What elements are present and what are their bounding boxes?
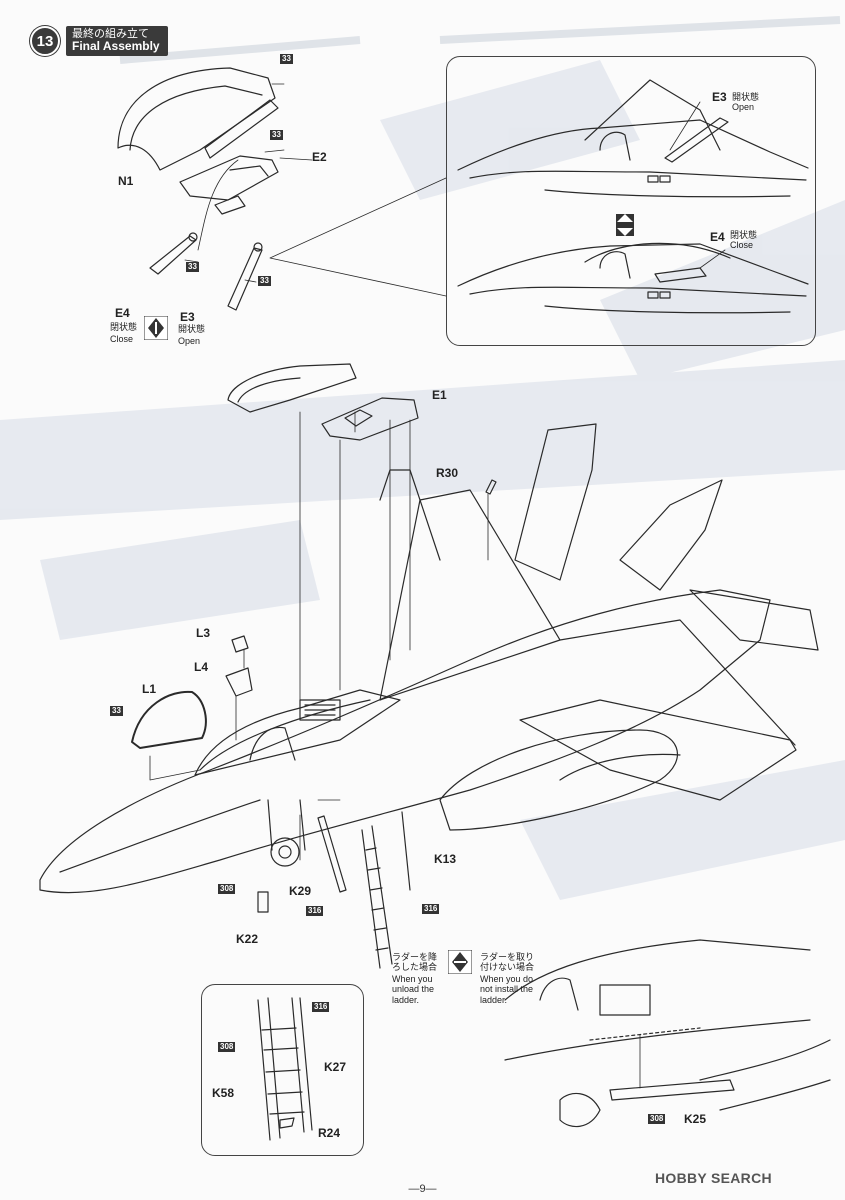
paint-tag-316: 316 <box>312 1002 330 1012</box>
label-e3: E3 <box>180 310 195 324</box>
label-e2: E2 <box>312 150 327 164</box>
label-l3: L3 <box>196 626 211 640</box>
label-l1: L1 <box>142 682 157 696</box>
open-close-arrow-icon <box>616 214 634 236</box>
step-number: 13 <box>30 26 60 57</box>
note-noinstall-en: When you do not install the ladder. <box>480 974 534 1005</box>
inset-e3-open-en: Open <box>732 102 755 112</box>
label-r24: R24 <box>318 1126 341 1140</box>
label-k29: K29 <box>289 884 312 898</box>
label-k58: K58 <box>212 1086 235 1100</box>
paint-tag-33: 33 <box>280 54 293 64</box>
paint-tag-33: 33 <box>258 276 271 286</box>
windscreen-part-l1 <box>131 690 207 749</box>
aircraft-fuselage <box>39 589 771 894</box>
paint-tag-308: 308 <box>218 1042 236 1052</box>
ladder-part-k13 <box>361 825 393 969</box>
paint-tag-33: 33 <box>186 262 199 272</box>
inset-e4-close-jp: 閉状態 <box>730 230 758 240</box>
canopy-inset-panel <box>446 56 816 346</box>
inset-label-e4: E4 <box>710 230 725 244</box>
label-k27: K27 <box>324 1060 347 1074</box>
inset-e4-close-en: Close <box>730 240 754 250</box>
aircraft-wing <box>379 489 561 701</box>
paint-tag-316: 316 <box>422 904 440 914</box>
note-unload-en: When you unload the ladder. <box>392 974 435 1005</box>
e3-open-jp: 開状態 <box>178 324 206 334</box>
strut-part-e3 <box>227 247 263 311</box>
inset-label-e3: E3 <box>712 90 727 104</box>
part-l4 <box>225 667 253 697</box>
paint-tag-308: 308 <box>218 884 236 894</box>
e4-close-jp: 閉状態 <box>110 322 138 332</box>
part-k22 <box>257 891 269 913</box>
bracket-part-e2 <box>179 155 279 201</box>
page-number: —9— <box>408 1183 437 1195</box>
inset-e3-open-jp: 開状態 <box>732 92 760 102</box>
step-title-en: Final Assembly <box>72 39 160 54</box>
part-k25 <box>609 1079 735 1101</box>
note-noinstall-jp: ラダーを取り付けない場合 <box>480 952 535 973</box>
label-k13: K13 <box>434 852 457 866</box>
hatch-part-e1 <box>321 397 419 441</box>
paint-tag-33: 33 <box>110 706 123 716</box>
note-unload-jp: ラダーを降ろした場合 <box>392 952 438 973</box>
ladder-swap-arrows-icon <box>448 950 472 974</box>
e4-close-en: Close <box>110 334 134 344</box>
paint-tag-308: 308 <box>648 1114 666 1124</box>
swap-arrows-icon <box>144 316 168 340</box>
step-header: 13 最終の組み立て Final Assembly <box>30 26 168 57</box>
label-n1: N1 <box>118 174 134 188</box>
step-title-box: 最終の組み立て Final Assembly <box>66 26 168 57</box>
antenna-part-r30 <box>485 479 497 495</box>
label-k25: K25 <box>684 1112 707 1126</box>
e3-open-en: Open <box>178 336 201 346</box>
paint-tag-33: 33 <box>270 130 283 140</box>
label-e4: E4 <box>115 306 130 320</box>
paint-tag-316: 316 <box>306 906 324 916</box>
step-title-jp: 最終の組み立て <box>72 28 149 40</box>
strut-part-k29 <box>317 815 347 893</box>
label-k22: K22 <box>236 932 259 946</box>
part-l3 <box>231 635 249 653</box>
canopy-part-n1 <box>117 67 276 171</box>
canopy-frame <box>227 363 357 413</box>
label-e1: E1 <box>432 388 447 402</box>
ladder-detail-panel <box>201 984 364 1156</box>
label-r30: R30 <box>436 466 459 480</box>
watermark-logo: HOBBY SEARCH <box>655 1170 772 1186</box>
vertical-tail <box>514 423 597 581</box>
label-l4: L4 <box>194 660 209 674</box>
